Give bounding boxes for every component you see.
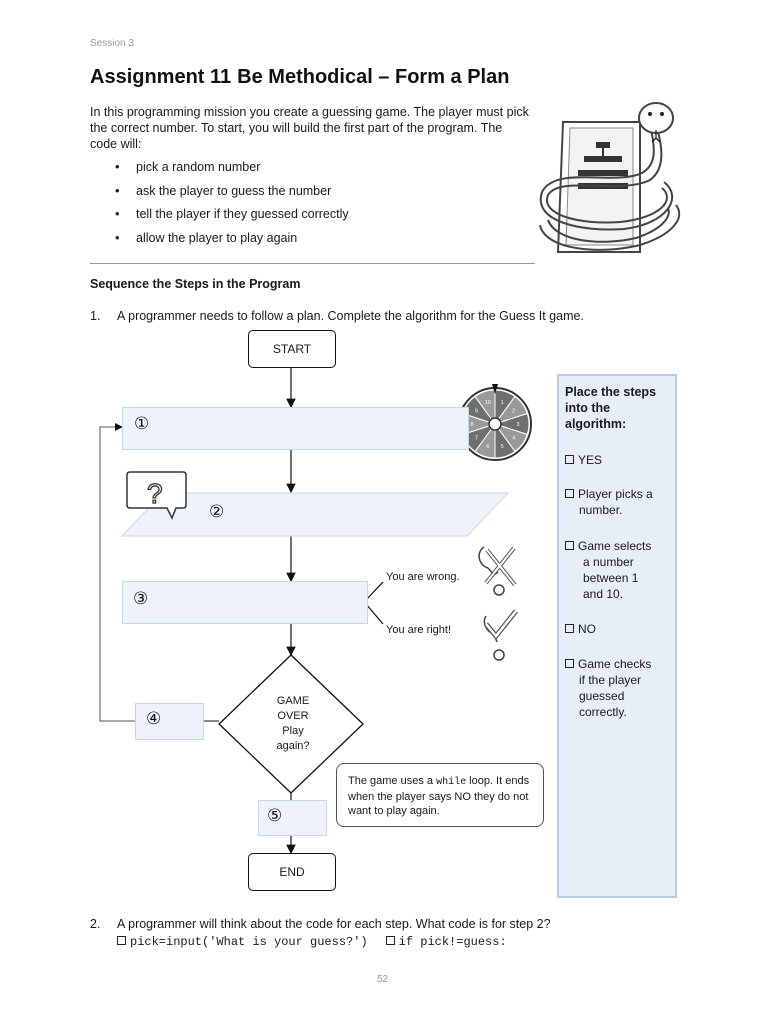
- option-label-cont: guessed: [579, 689, 625, 703]
- option-label: Game checks: [578, 657, 652, 671]
- intro-bullet-list: pick a random number ask the player to g…: [115, 157, 349, 251]
- question-2-options: pick=input('What is your guess?') if pick…: [117, 935, 507, 949]
- question-speech-bubble-icon: ?: [126, 471, 187, 520]
- loop-back-arrow: [99, 423, 135, 722]
- start-terminal: START: [248, 330, 336, 368]
- question-1-number: 1.: [90, 309, 101, 323]
- end-terminal: END: [248, 853, 336, 891]
- question-1-text: A programmer needs to follow a plan. Com…: [117, 309, 584, 323]
- option-game-selects[interactable]: Game selects a number between 1 and 10.: [565, 538, 673, 602]
- spinner-number: 7: [475, 436, 478, 442]
- input-parallelogram-slot[interactable]: [120, 492, 510, 537]
- right-branch-label: You are right!: [386, 624, 452, 636]
- step-1-marker: ①: [134, 414, 150, 433]
- step-4-marker: ④: [146, 709, 162, 728]
- decision-line: again?: [276, 740, 310, 752]
- spinner-number: 8: [470, 422, 473, 428]
- spinner-hub: [488, 417, 502, 431]
- decision-label: GAME OVER Play again?: [250, 694, 336, 754]
- branch-line-wrong: [365, 581, 384, 601]
- intro-paragraph: In this programming mission you create a…: [90, 105, 529, 151]
- spinner-number: 5: [501, 444, 504, 450]
- spinner-number: 10: [485, 400, 491, 406]
- decision-line: GAME: [276, 695, 310, 707]
- bullet-item: pick a random number: [115, 157, 349, 181]
- note-text: loop. It ends when the player says NO th…: [348, 775, 530, 817]
- decision-line: OVER: [277, 710, 309, 722]
- step-3-marker: ③: [133, 589, 149, 608]
- branch-line-right: [365, 603, 384, 625]
- option-label: YES: [578, 453, 603, 467]
- option-label: Game selects: [578, 539, 652, 553]
- checkbox[interactable]: [565, 541, 574, 550]
- spinner-number: 4: [512, 436, 515, 442]
- question-2-text: A programmer will think about the code f…: [117, 917, 551, 931]
- option-label: Player picks a: [578, 487, 653, 501]
- assignment-title: Be Methodical – Form a Plan: [237, 66, 510, 88]
- checkbox[interactable]: [385, 936, 395, 945]
- option-label: NO: [578, 622, 596, 636]
- option-game-checks[interactable]: Game checks if the player guessed correctly…: [565, 656, 673, 720]
- spinner-number: 3: [516, 422, 519, 428]
- option-label-cont: if the player: [579, 673, 642, 687]
- question-2: 2. A programmer will think about the code…: [90, 917, 551, 931]
- bullet-item: tell the player if they guessed correctl…: [115, 204, 349, 228]
- step-3-slot[interactable]: [122, 581, 368, 624]
- option-label-cont: a number: [583, 555, 634, 569]
- option-label-cont: and 10.: [583, 587, 624, 601]
- checkbox[interactable]: [565, 659, 574, 668]
- checkbox[interactable]: [117, 936, 126, 945]
- spinner-number: 9: [475, 408, 478, 414]
- bullet-item: ask the player to guess the number: [115, 181, 349, 205]
- svg-text:?: ?: [147, 478, 163, 509]
- section-divider: [90, 263, 535, 264]
- question-2-number: 2.: [90, 917, 101, 931]
- spinner-number: 6: [486, 444, 489, 450]
- step-1-slot[interactable]: [122, 407, 469, 450]
- checkbox[interactable]: [565, 624, 574, 633]
- code-option[interactable]: pick=input('What is your guess?'): [130, 935, 368, 949]
- while-loop-note: The game uses a while loop. It ends when…: [336, 763, 544, 827]
- question-1: 1. A programmer needs to follow a plan. C…: [90, 309, 584, 323]
- decision-diamond: [218, 654, 364, 794]
- decision-line: Play: [282, 725, 304, 737]
- option-label-cont: correctly.: [579, 705, 627, 719]
- step-5-marker: ⑤: [267, 806, 283, 825]
- code-option[interactable]: if pick!=guess:: [398, 935, 507, 949]
- note-code: while: [436, 777, 467, 788]
- panel-heading: Place the steps into the algorithm:: [565, 385, 657, 431]
- spinner-wheel-icon: 1 2 3 4 5 6 7 8 9 10: [458, 384, 532, 461]
- step-4-slot[interactable]: [135, 703, 204, 740]
- page-number: 52: [377, 974, 389, 985]
- step-5-slot[interactable]: [258, 800, 327, 836]
- checkbox[interactable]: [565, 489, 574, 498]
- section-heading: Sequence the Steps in the Program: [90, 277, 301, 291]
- bullet-item: allow the player to play again: [115, 228, 349, 252]
- spinner-number: 1: [501, 400, 504, 406]
- wrong-branch-label: You are wrong.: [386, 571, 460, 583]
- checkbox[interactable]: [565, 455, 574, 464]
- note-text: The game uses a: [348, 775, 437, 787]
- cross-question-icon: [478, 546, 517, 596]
- step-2-marker: ②: [209, 502, 225, 521]
- option-label-cont: number.: [579, 503, 623, 517]
- spinner-number: 2: [512, 408, 515, 414]
- session-label: Session 3: [90, 38, 134, 49]
- option-yes[interactable]: YES: [565, 452, 673, 468]
- steps-panel: [557, 374, 677, 898]
- option-no[interactable]: NO: [565, 621, 673, 637]
- check-question-icon: [483, 609, 518, 661]
- spinner-pointer: [492, 384, 498, 394]
- option-player-picks[interactable]: Player picks a number.: [565, 486, 673, 518]
- option-label-cont: between 1: [583, 571, 639, 585]
- assignment-number: Assignment 11: [90, 66, 232, 88]
